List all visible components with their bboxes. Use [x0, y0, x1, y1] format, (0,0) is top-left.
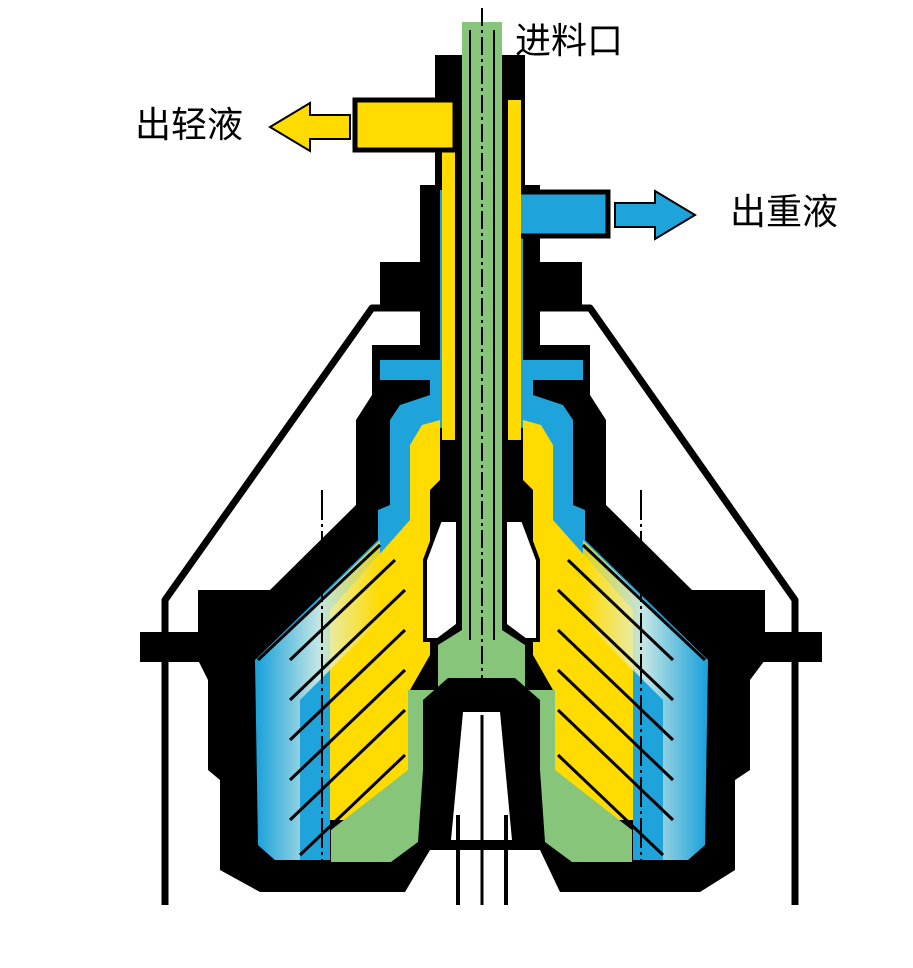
disc-stack-right: [556, 543, 707, 857]
disc-stack-left: [256, 543, 407, 857]
heavy-liquid-outlet-label: 出重液: [730, 192, 839, 233]
light-liquid-outlet-label: 出轻液: [135, 105, 244, 146]
left-flange: [140, 632, 200, 662]
separation-zone-right: [583, 540, 705, 860]
light-liquid-right: [523, 420, 633, 820]
light-liquid-left: [330, 420, 440, 820]
separation-zone-left: [258, 540, 380, 860]
light-liquid-arrow: [268, 101, 351, 153]
feed-distributor: [331, 22, 632, 862]
heavy-liquid-arrow: [614, 189, 697, 241]
hub-cavity-left: [423, 518, 460, 642]
light-liquid-outlet-pipe: [352, 97, 458, 153]
spindle-cavity: [423, 678, 540, 840]
right-flange: [762, 632, 822, 662]
heavy-liquid-outlet-pipe: [507, 189, 611, 239]
hub-cavity-right: [503, 518, 540, 642]
feed-inlet-label: 进料口: [515, 21, 624, 62]
